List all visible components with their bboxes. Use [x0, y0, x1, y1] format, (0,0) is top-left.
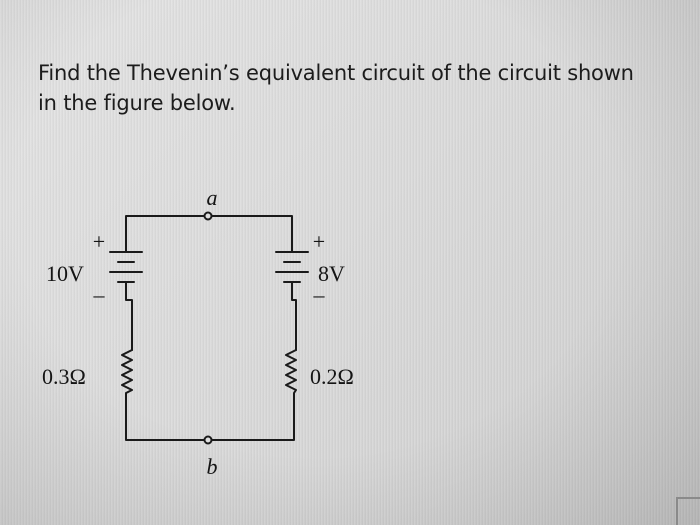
right-battery	[275, 239, 309, 351]
question-line-2: in the figure below.	[38, 91, 236, 115]
terminal-a-node	[203, 211, 213, 221]
question-text: Find the Thevenin’s equivalent circuit o…	[38, 58, 678, 118]
right-resistor	[285, 349, 297, 401]
terminal-a-label: a	[207, 185, 218, 210]
right-source-plus: +	[313, 229, 325, 254]
right-source-label: 8V	[318, 261, 345, 286]
wire-top-left	[125, 215, 205, 241]
wire-bottom-left	[125, 399, 205, 441]
left-resistor-label: 0.3Ω	[42, 364, 86, 389]
left-source-minus: –	[93, 282, 106, 307]
screen-corner-edge	[676, 497, 700, 525]
wire-bottom-right	[211, 399, 295, 441]
right-source-minus: –	[313, 282, 326, 307]
left-resistor	[121, 349, 133, 401]
terminal-b-label: b	[207, 454, 218, 479]
left-source-plus: +	[93, 229, 105, 254]
right-resistor-label: 0.2Ω	[310, 364, 354, 389]
left-battery	[109, 239, 143, 351]
terminal-b-node	[203, 435, 213, 445]
left-source-label: 10V	[46, 261, 84, 286]
question-line-1: Find the Thevenin’s equivalent circuit o…	[38, 61, 634, 85]
wire-top-right	[211, 215, 293, 241]
